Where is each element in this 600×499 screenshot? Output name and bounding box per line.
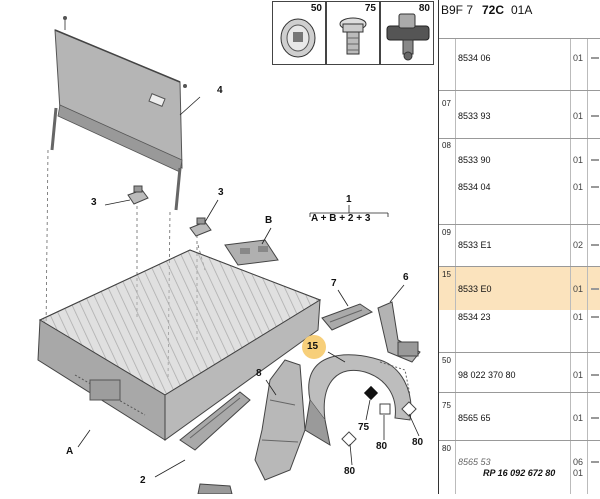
thumbnail-75[interactable]: 75 <box>326 1 380 65</box>
diagram-drawing <box>37 16 421 495</box>
part-number[interactable]: 8534 04 <box>458 182 491 192</box>
diagram-code-suffix: 01A <box>511 3 533 17</box>
bolt-icon <box>339 17 367 55</box>
parts-row-group[interactable]: 07 8533 93 01 <box>439 90 600 138</box>
parcel-shelf-panel[interactable] <box>50 16 187 211</box>
part-8[interactable] <box>254 359 306 481</box>
part-number[interactable]: 8533 E0 <box>458 284 492 294</box>
parts-row-group[interactable]: 09 8533 E1 02 <box>439 224 600 266</box>
wheel-arch[interactable] <box>304 354 412 447</box>
part-number[interactable]: 8534 06 <box>458 53 491 63</box>
callout-80-c: 80 <box>344 466 356 477</box>
thumbnail-50[interactable]: 50 <box>272 1 326 65</box>
ref-number: 07 <box>442 99 451 108</box>
part-qty: 06 <box>573 457 584 467</box>
ref-number: 09 <box>442 228 451 237</box>
fastener-80-c[interactable] <box>341 431 357 447</box>
parts-row-group[interactable]: 75 8565 65 01 <box>439 392 600 440</box>
fastener-75[interactable] <box>363 385 379 401</box>
ref-number: 08 <box>442 141 451 150</box>
parts-row-group[interactable]: 80 8565 53 06 RP 16 092 672 80 01 <box>439 440 600 494</box>
exploded-parts-diagram: 1 A + B + 2 + 3 3 3 4 B 7 6 15 8 2 A 75 … <box>37 16 424 495</box>
ref-number: 15 <box>442 270 451 279</box>
callout-7: 7 <box>331 278 337 289</box>
callout-b: B <box>265 215 273 226</box>
callout-3-left: 3 <box>91 197 97 208</box>
floor-panel[interactable] <box>37 249 322 441</box>
callout-8: 8 <box>256 368 262 379</box>
callout-4: 4 <box>217 85 223 96</box>
diagram-code-header: B9F 7 72C 01A <box>439 0 600 22</box>
callout-75: 75 <box>358 422 370 433</box>
fastener-80-a[interactable] <box>379 403 391 415</box>
leader-lines <box>77 96 420 478</box>
ref-number: 75 <box>442 401 451 410</box>
callout-6: 6 <box>403 272 409 283</box>
part-number[interactable]: 8533 93 <box>458 111 491 121</box>
parts-row-group[interactable]: 8534 06 01 <box>439 38 600 90</box>
part-number[interactable]: 8565 53 <box>458 457 491 467</box>
fastener-80-b[interactable] <box>401 401 417 417</box>
parts-row-group-highlighted[interactable]: 15 8533 E0 01 <box>439 266 600 310</box>
part-number[interactable]: 8533 E1 <box>458 240 492 250</box>
part-number-superseded[interactable]: RP 16 092 672 80 <box>483 468 556 478</box>
bracket-right[interactable] <box>189 217 212 237</box>
part-qty: 01 <box>573 111 584 121</box>
parts-row[interactable]: 8534 23 01 <box>439 310 600 352</box>
callout-2: 2 <box>140 475 146 486</box>
callout-15: 15 <box>307 341 319 352</box>
callout-3-right: 3 <box>218 187 224 198</box>
diagram-code-main: 72C <box>482 3 505 17</box>
thumbnail-80[interactable]: 80 <box>380 1 434 65</box>
part-2[interactable] <box>179 391 251 495</box>
part-qty: 01 <box>573 284 584 294</box>
parts-list-panel: B9F 7 72C 01A 8534 06 01 07 8533 93 01 0… <box>438 0 600 494</box>
part-number[interactable]: 8534 23 <box>458 312 491 322</box>
diagram-code-prefix: B9F 7 <box>441 3 474 17</box>
part-7[interactable] <box>321 303 374 331</box>
part-qty: 01 <box>573 182 584 192</box>
thumbnail-50-number: 50 <box>310 3 322 14</box>
part-number[interactable]: 8565 65 <box>458 413 491 423</box>
part-qty: 01 <box>573 53 584 63</box>
part-number[interactable]: 8533 90 <box>458 155 491 165</box>
callout-a: A <box>66 446 74 457</box>
part-qty: 02 <box>573 240 584 250</box>
parts-row-group[interactable]: 50 98 022 370 80 01 <box>439 352 600 392</box>
thumbnail-80-number: 80 <box>418 3 430 14</box>
part-qty: 01 <box>573 413 584 423</box>
thumbnail-75-number: 75 <box>364 3 376 14</box>
part-qty: 01 <box>573 468 584 478</box>
part-6[interactable] <box>377 301 421 363</box>
part-b[interactable] <box>224 239 279 266</box>
callout-80-a: 80 <box>376 441 388 452</box>
callout-15-highlight <box>302 335 326 359</box>
circular-plug-icon <box>280 18 316 58</box>
ref-number: 50 <box>442 356 451 365</box>
part-qty: 01 <box>573 312 584 322</box>
part-number[interactable]: 98 022 370 80 <box>458 370 516 380</box>
bracket-left[interactable] <box>127 185 149 205</box>
part-qty: 01 <box>573 370 584 380</box>
callout-80-b: 80 <box>412 437 424 448</box>
parts-row-group[interactable]: 08 8533 90 01 8534 04 01 <box>439 138 600 224</box>
ref-number: 80 <box>442 444 451 453</box>
part-qty: 01 <box>573 155 584 165</box>
callout-1: 1 <box>346 194 352 205</box>
assembly-formula: A + B + 2 + 3 <box>311 213 371 224</box>
clip-fastener-icon <box>386 13 430 61</box>
